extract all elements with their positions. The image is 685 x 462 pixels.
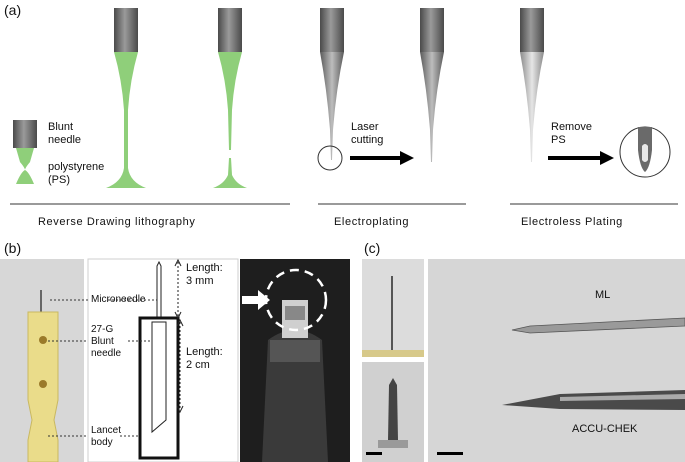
ml-label: ML: [595, 289, 611, 301]
blunt-27g-label: 27-G Blunt needle: [91, 324, 122, 359]
electroplated-needle-1: [317, 8, 344, 171]
drawn-ps-needle-2: [213, 8, 247, 188]
section-reverse-drawing: Reverse Drawing lithography: [38, 216, 196, 228]
panel-c-photo-needles: [428, 259, 685, 462]
microneedle-label: Microneedle: [91, 294, 146, 305]
section-bar-electroplating: [318, 203, 466, 205]
laser-cutting-label: Laser cutting: [351, 121, 384, 146]
electroless-needle: [520, 8, 544, 162]
polystyrene-label: polystyrene (PS): [48, 161, 105, 186]
panel-c-photo-side-2: [362, 362, 424, 462]
accu-chek-label: ACCU-CHEK: [572, 423, 638, 435]
section-bar-reverse: [10, 203, 290, 205]
lancet-body-label: Lancet body: [91, 425, 122, 448]
electroplated-needle-2: [420, 8, 444, 162]
drawn-ps-needle-1: [106, 8, 146, 188]
panel-b-photo-device: [240, 259, 350, 462]
length-2cm-label: Length: 2 cm: [186, 346, 223, 371]
section-electroless: Electroless Plating: [521, 216, 623, 228]
panel-c-label: (c): [364, 240, 381, 256]
blunt-needle-short: [13, 120, 37, 184]
panel-b-photo-lancet: [0, 259, 84, 462]
length-3mm-label: Length: 3 mm: [186, 262, 223, 287]
panel-a-label: (a): [4, 2, 22, 18]
panel-b-schematic: [48, 258, 239, 462]
panel-b-label: (b): [4, 240, 22, 256]
hollow-tip-magnified: [619, 126, 671, 178]
section-bar-electroless: [510, 203, 678, 205]
section-electroplating: Electroplating: [334, 216, 410, 228]
panel-c-photo-side-1: [362, 259, 424, 357]
remove-ps-label: Remove PS: [551, 121, 592, 146]
blunt-needle-label: Blunt needle: [48, 121, 82, 146]
